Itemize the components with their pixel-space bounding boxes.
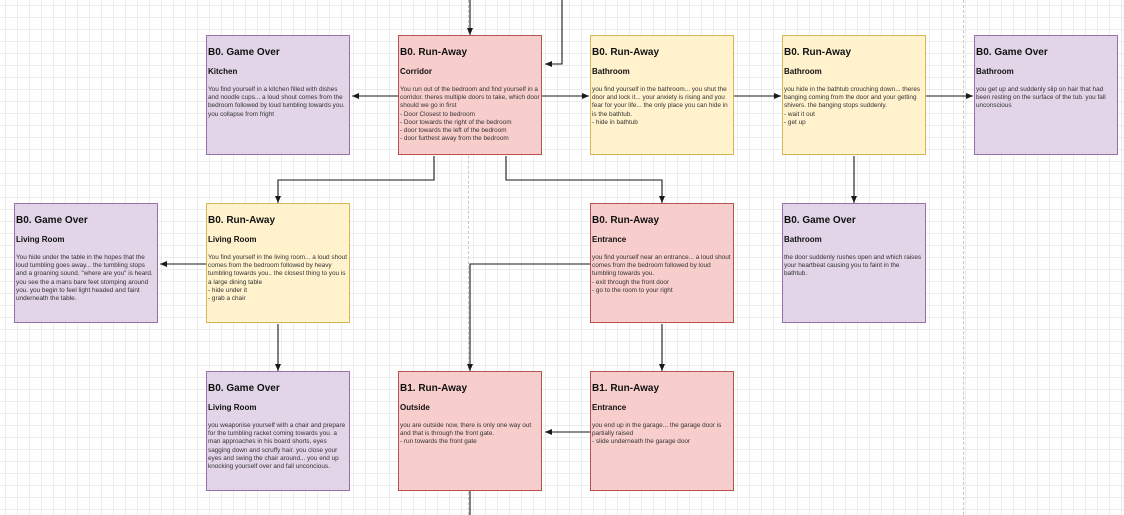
- node-location: Bathroom: [784, 235, 822, 244]
- node-outside[interactable]: B1. Run-Away Outside you are outside now…: [398, 371, 542, 491]
- node-livingroom-gameover-1[interactable]: B0. Game Over Living Room You hide under…: [14, 203, 158, 323]
- node-livingroom[interactable]: B0. Run-Away Living Room You find yourse…: [206, 203, 350, 323]
- node-location: Entrance: [592, 403, 627, 412]
- node-text: you end up in the garage... the garage d…: [592, 422, 722, 446]
- node-title: B0. Run-Away: [208, 215, 276, 226]
- node-title: B0. Run-Away: [592, 215, 660, 226]
- node-title: B0. Game Over: [784, 215, 856, 226]
- node-location: Kitchen: [208, 67, 238, 76]
- node-location: Outside: [400, 403, 430, 412]
- node-kitchen-gameover[interactable]: B0. Game Over Kitchen You find yourself …: [206, 35, 350, 155]
- node-text: You run out of the bedroom and find your…: [400, 86, 540, 143]
- node-title: B1. Run-Away: [592, 383, 660, 394]
- node-title: B0. Run-Away: [592, 47, 660, 58]
- node-location: Living Room: [208, 403, 257, 412]
- node-text: you get up and suddenly slip on hair tha…: [976, 86, 1106, 110]
- node-text: you hide in the bathtub crouching down..…: [784, 86, 921, 126]
- node-entrance-2[interactable]: B1. Run-Away Entrance you end up in the …: [590, 371, 734, 491]
- node-text: you find yourself in the bathroom... you…: [592, 86, 728, 126]
- node-text: You find yourself in the living room... …: [208, 254, 348, 303]
- node-title: B0. Game Over: [208, 47, 280, 58]
- node-livingroom-gameover-2[interactable]: B0. Game Over Living Room you weaponise …: [206, 371, 350, 491]
- node-title: B0. Game Over: [208, 383, 280, 394]
- node-location: Bathroom: [976, 67, 1014, 76]
- connector-incoming-right: [545, 0, 563, 67]
- node-location: Living Room: [16, 235, 65, 244]
- node-location: Entrance: [592, 235, 627, 244]
- node-location: Bathroom: [784, 67, 822, 76]
- node-bathroom-1[interactable]: B0. Run-Away Bathroom you find yourself …: [590, 35, 734, 155]
- node-corridor[interactable]: B0. Run-Away Corridor You run out of the…: [398, 35, 542, 155]
- node-bathroom-gameover-2[interactable]: B0. Game Over Bathroom the door suddenly…: [782, 203, 926, 323]
- page-break-line: [468, 0, 469, 515]
- connector-corridor-entrance: [505, 156, 665, 203]
- node-location: Bathroom: [592, 67, 630, 76]
- node-title: B0. Game Over: [976, 47, 1048, 58]
- node-text: you weaponise yourself with a chair and …: [208, 422, 346, 471]
- node-title: B0. Run-Away: [400, 47, 468, 58]
- page-break-line: [963, 0, 964, 515]
- node-text: the door suddenly rushes open and which …: [784, 254, 922, 278]
- node-title: B1. Run-Away: [400, 383, 468, 394]
- node-title: B0. Game Over: [16, 215, 88, 226]
- node-text: You hide under the table in the hopes th…: [16, 254, 153, 303]
- node-text: you find yourself near an entrance... a …: [592, 254, 731, 294]
- node-text: you are outside now, there is only one w…: [400, 422, 532, 446]
- node-text: You find yourself in a kitchen filled wi…: [208, 86, 345, 118]
- connector-entrance-outside: [467, 263, 590, 371]
- node-title: B0. Run-Away: [784, 47, 852, 58]
- connector-corridor-livingroom: [275, 156, 435, 203]
- node-bathroom-2[interactable]: B0. Run-Away Bathroom you hide in the ba…: [782, 35, 926, 155]
- node-bathroom-gameover-1[interactable]: B0. Game Over Bathroom you get up and su…: [974, 35, 1118, 155]
- node-location: Living Room: [208, 235, 257, 244]
- node-entrance-1[interactable]: B0. Run-Away Entrance you find yourself …: [590, 203, 734, 323]
- node-location: Corridor: [400, 67, 432, 76]
